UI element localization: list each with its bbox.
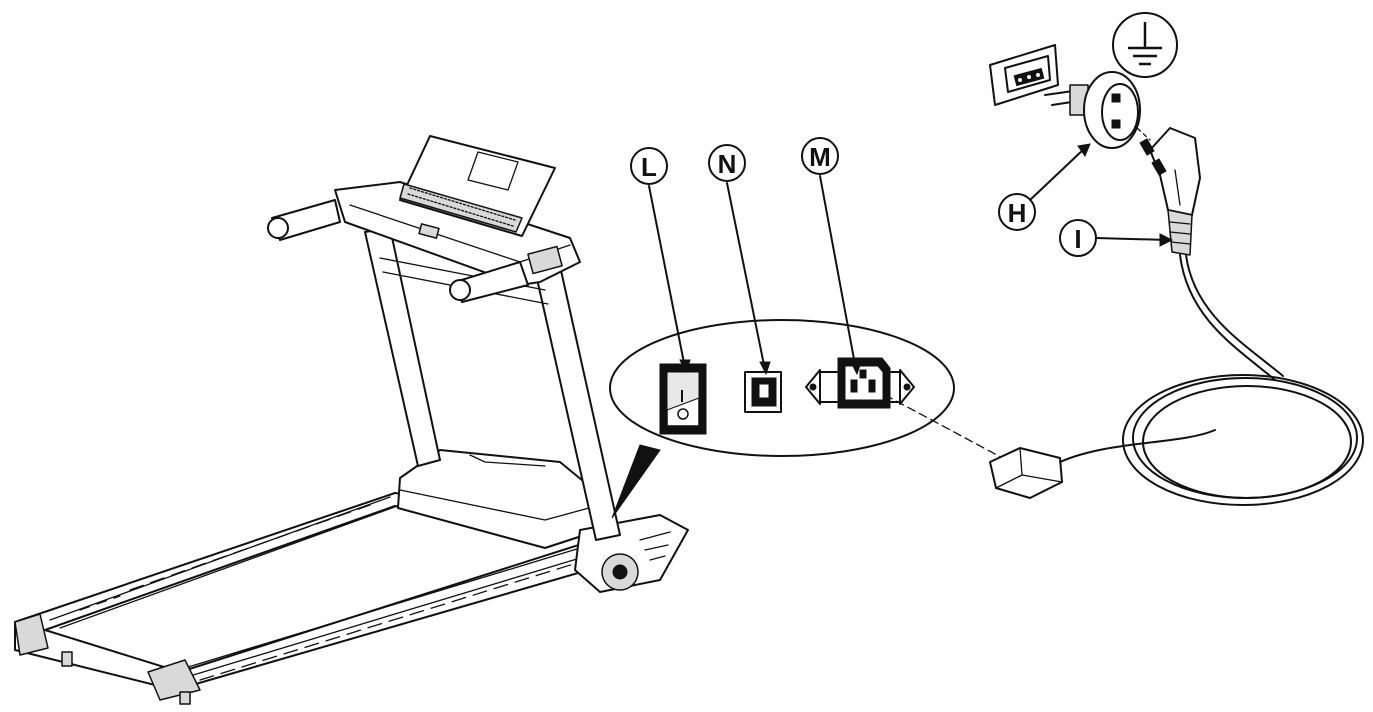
leader-M [819,175,857,371]
zoom-pointer [611,444,661,519]
callout-L: L [630,147,668,185]
connection-dashed-line [884,394,1011,463]
power-inlet-socket [805,357,915,409]
callout-N-label: N [718,149,737,179]
display-screen [467,151,519,191]
upright-left [364,227,441,467]
rear-cap-left [14,613,49,656]
leader-L [648,185,686,369]
callout-L-label: L [641,152,657,182]
plug-adapter [1044,71,1141,149]
power-switch [659,363,707,435]
cord-connector [989,447,1063,499]
display-grille [399,183,523,233]
rear-foot [61,651,73,667]
wall-outlet [989,44,1059,106]
treadmill [14,135,689,705]
callout-M-label: M [809,142,831,172]
power-cord [884,111,1364,506]
leader-H [1029,147,1086,201]
callout-H-label: H [1008,198,1027,228]
circuit-breaker-port [744,371,782,413]
callout-I-label: I [1074,224,1081,254]
leader-N [726,182,766,371]
callout-M: M [801,137,839,175]
power-panel-zoom [609,175,955,457]
rear-cap-right [147,659,201,701]
leader-I [1095,237,1169,241]
ground-symbol-icon [1112,12,1178,78]
callout-N: N [708,144,746,182]
callout-H: H [998,143,1091,231]
callout-I: I [1059,219,1174,257]
